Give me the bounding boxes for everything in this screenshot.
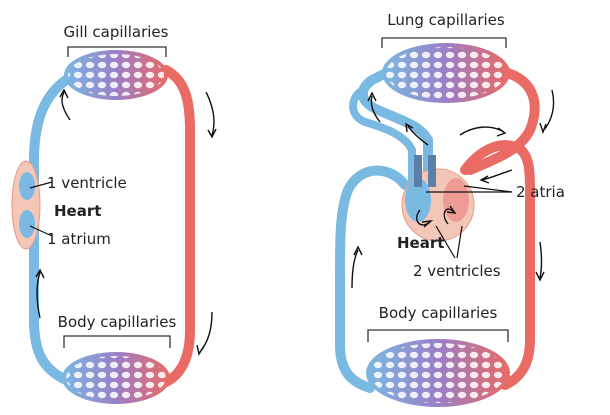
arrow-curve-top xyxy=(460,127,504,135)
right-body-capillaries-label: Body capillaries xyxy=(379,304,498,322)
ventricle-label: 1 ventricle xyxy=(47,174,127,192)
arrow-down-right-top xyxy=(206,92,214,135)
left-heart xyxy=(12,161,40,249)
arrow-up-left-body xyxy=(352,250,358,288)
ventricles-label: 2 ventricles xyxy=(413,262,501,280)
lung-capillaries-label: Lung capillaries xyxy=(387,11,505,29)
lung-capillaries xyxy=(382,43,510,103)
left-heart-label: Heart xyxy=(54,202,101,220)
left-body-bracket xyxy=(64,336,170,348)
right-circulation: Lung capillaries Body capillaries 2 atri… xyxy=(340,11,565,407)
arrow-down-right-bottom xyxy=(200,312,212,352)
atrium-label: 1 atrium xyxy=(47,230,111,248)
left-body-capillaries-label: Body capillaries xyxy=(58,313,177,331)
right-heart-label: Heart xyxy=(397,234,444,252)
arrow-down-right-body xyxy=(540,242,542,278)
arrow-up-to-gills xyxy=(62,92,70,120)
left-circulation: Gill capillaries Body capillaries 1 vent… xyxy=(12,23,216,404)
left-body-capillaries xyxy=(62,352,170,404)
right-body-capillaries xyxy=(366,339,510,407)
atria-label: 2 atria xyxy=(516,183,565,201)
gill-capillaries xyxy=(64,50,168,100)
arrow-into-heart xyxy=(482,170,512,180)
gill-capillaries-label: Gill capillaries xyxy=(64,23,169,41)
left-oxygenated-vessel xyxy=(166,70,190,382)
